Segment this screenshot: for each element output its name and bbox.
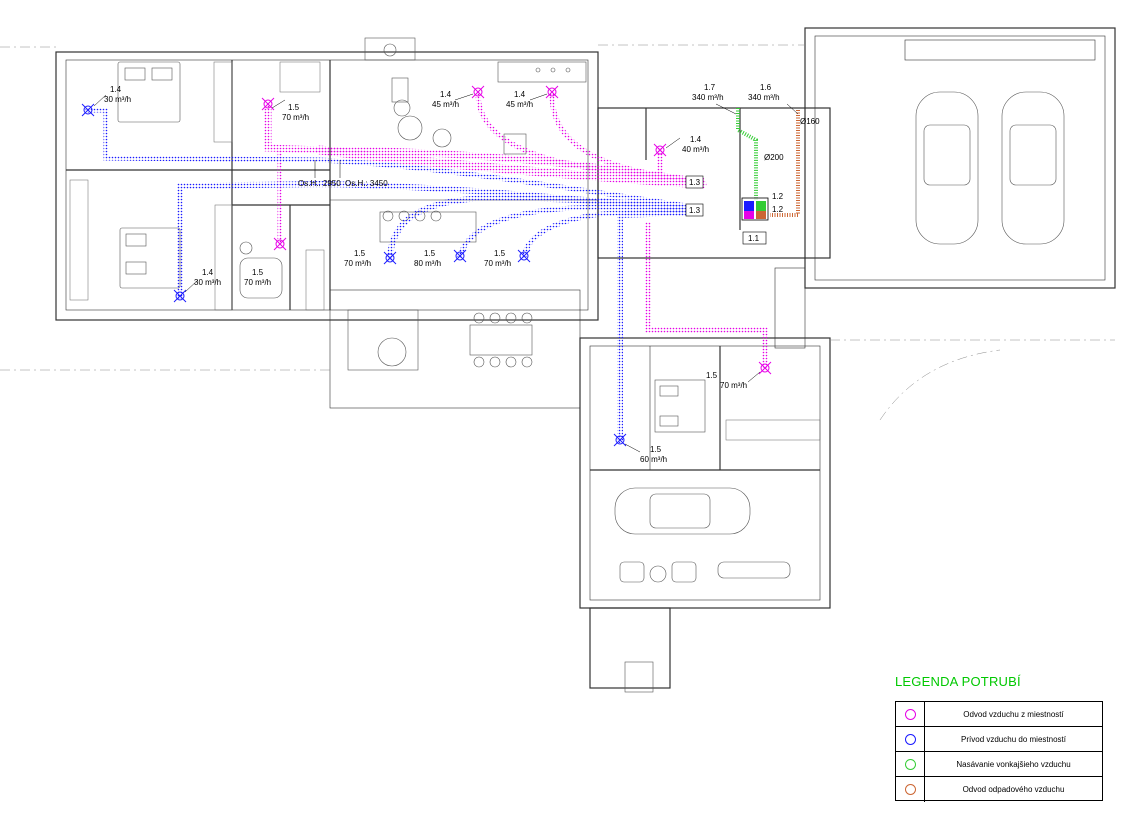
label-code: 1.5	[424, 249, 436, 258]
circle-icon	[904, 708, 916, 720]
legend-row-supply: Prívod vzduchu do miestností	[896, 727, 1102, 752]
label-code: 1.7	[704, 83, 716, 92]
label-code: 1.5	[252, 268, 264, 277]
diameter-200: Ø200	[764, 153, 784, 162]
valve-pink	[653, 143, 667, 157]
wall-hatching	[69, 61, 821, 441]
box-label-2: 1.3	[689, 206, 701, 215]
equipment-boxes	[685, 175, 767, 245]
label-flow: 70 m³/h	[344, 259, 371, 268]
diffusers	[81, 85, 772, 447]
label-code: 1.5	[354, 249, 366, 258]
label-code: 1.4	[440, 90, 452, 99]
label-code: 1.5	[288, 103, 300, 112]
label-code: 1.4	[202, 268, 214, 277]
circle-icon	[904, 758, 916, 770]
label-code: 1.4	[514, 90, 526, 99]
valve-blue	[81, 103, 95, 117]
label-flow: 45 m³/h	[432, 100, 459, 109]
label-flow: 60 m³/h	[640, 455, 667, 464]
axis-height-2: Os.H.: 3450	[345, 179, 388, 188]
label-flow: 30 m³/h	[194, 278, 221, 287]
label-flow: 30 m³/h	[104, 95, 131, 104]
equipment-labels: Os.H.: 2950 Os.H.: 3450 1.3 1.3 1.1 1.2 …	[298, 117, 820, 243]
legend-row-waste: Odvod odpadového vzduchu	[896, 777, 1102, 802]
exhaust-ducts	[264, 92, 768, 368]
label-flow: 70 m³/h	[282, 113, 309, 122]
label-code: 1.5	[650, 445, 662, 454]
label-code: 1.4	[110, 85, 122, 94]
leader-lines	[93, 93, 799, 453]
diameter-160: Ø160	[800, 117, 820, 126]
label-code: 1.5	[494, 249, 506, 258]
label-code: 1.5	[706, 371, 718, 380]
label-flow: 70 m³/h	[244, 278, 271, 287]
legend-table: Odvod vzduchu z miestností Prívod vzduch…	[895, 701, 1103, 802]
label-flow: 340 m³/h	[692, 93, 724, 102]
legend-row-intake: Nasávanie vonkajšieho vzduchu	[896, 752, 1102, 777]
waste-air-duct	[770, 110, 800, 217]
valve-blue	[173, 289, 187, 303]
legend-row-exhaust: Odvod vzduchu z miestností	[896, 702, 1102, 727]
circle-icon	[904, 784, 916, 795]
building-walls	[55, 27, 1116, 689]
label-flow: 70 m³/h	[484, 259, 511, 268]
supply-ducts	[85, 107, 703, 443]
legend-label: Odvod odpadového vzduchu	[962, 785, 1065, 794]
flow-labels: 1.4 30 m³/h 1.5 70 m³/h 1.4 45 m³/h 1.4 …	[104, 83, 780, 464]
valve-pink	[471, 85, 485, 99]
valve-blue	[453, 249, 467, 263]
valve-blue	[383, 251, 397, 265]
label-flow: 340 m³/h	[748, 93, 780, 102]
valve-pink	[261, 97, 275, 111]
vent-unit	[741, 197, 769, 221]
unit-label: 1.1	[748, 234, 760, 243]
valve-pink	[273, 237, 287, 251]
label-flow: 70 m³/h	[720, 381, 747, 390]
legend-label: Odvod vzduchu z miestností	[963, 709, 1064, 719]
terrain-lines	[0, 44, 1115, 421]
circle-icon	[904, 733, 916, 745]
furniture	[117, 37, 1065, 693]
label-flow: 80 m³/h	[414, 259, 441, 268]
legend-label: Prívod vzduchu do miestností	[961, 734, 1066, 744]
branch-label-1: 1.2	[772, 192, 784, 201]
label-code: 1.4	[690, 135, 702, 144]
box-label-1: 1.3	[689, 178, 701, 187]
axis-height-1: Os.H.: 2950	[298, 179, 341, 188]
valve-blue	[517, 249, 531, 263]
legend-label: Nasávanie vonkajšieho vzduchu	[956, 759, 1071, 769]
valve-pink	[758, 361, 772, 375]
label-flow: 40 m³/h	[682, 145, 709, 154]
intake-duct	[736, 108, 758, 200]
label-code: 1.6	[760, 83, 772, 92]
valve-pink	[545, 85, 559, 99]
valve-blue	[613, 433, 627, 447]
label-flow: 45 m³/h	[506, 100, 533, 109]
branch-label-2: 1.2	[772, 205, 784, 214]
legend-title: LEGENDA POTRUBÍ	[895, 674, 1021, 689]
